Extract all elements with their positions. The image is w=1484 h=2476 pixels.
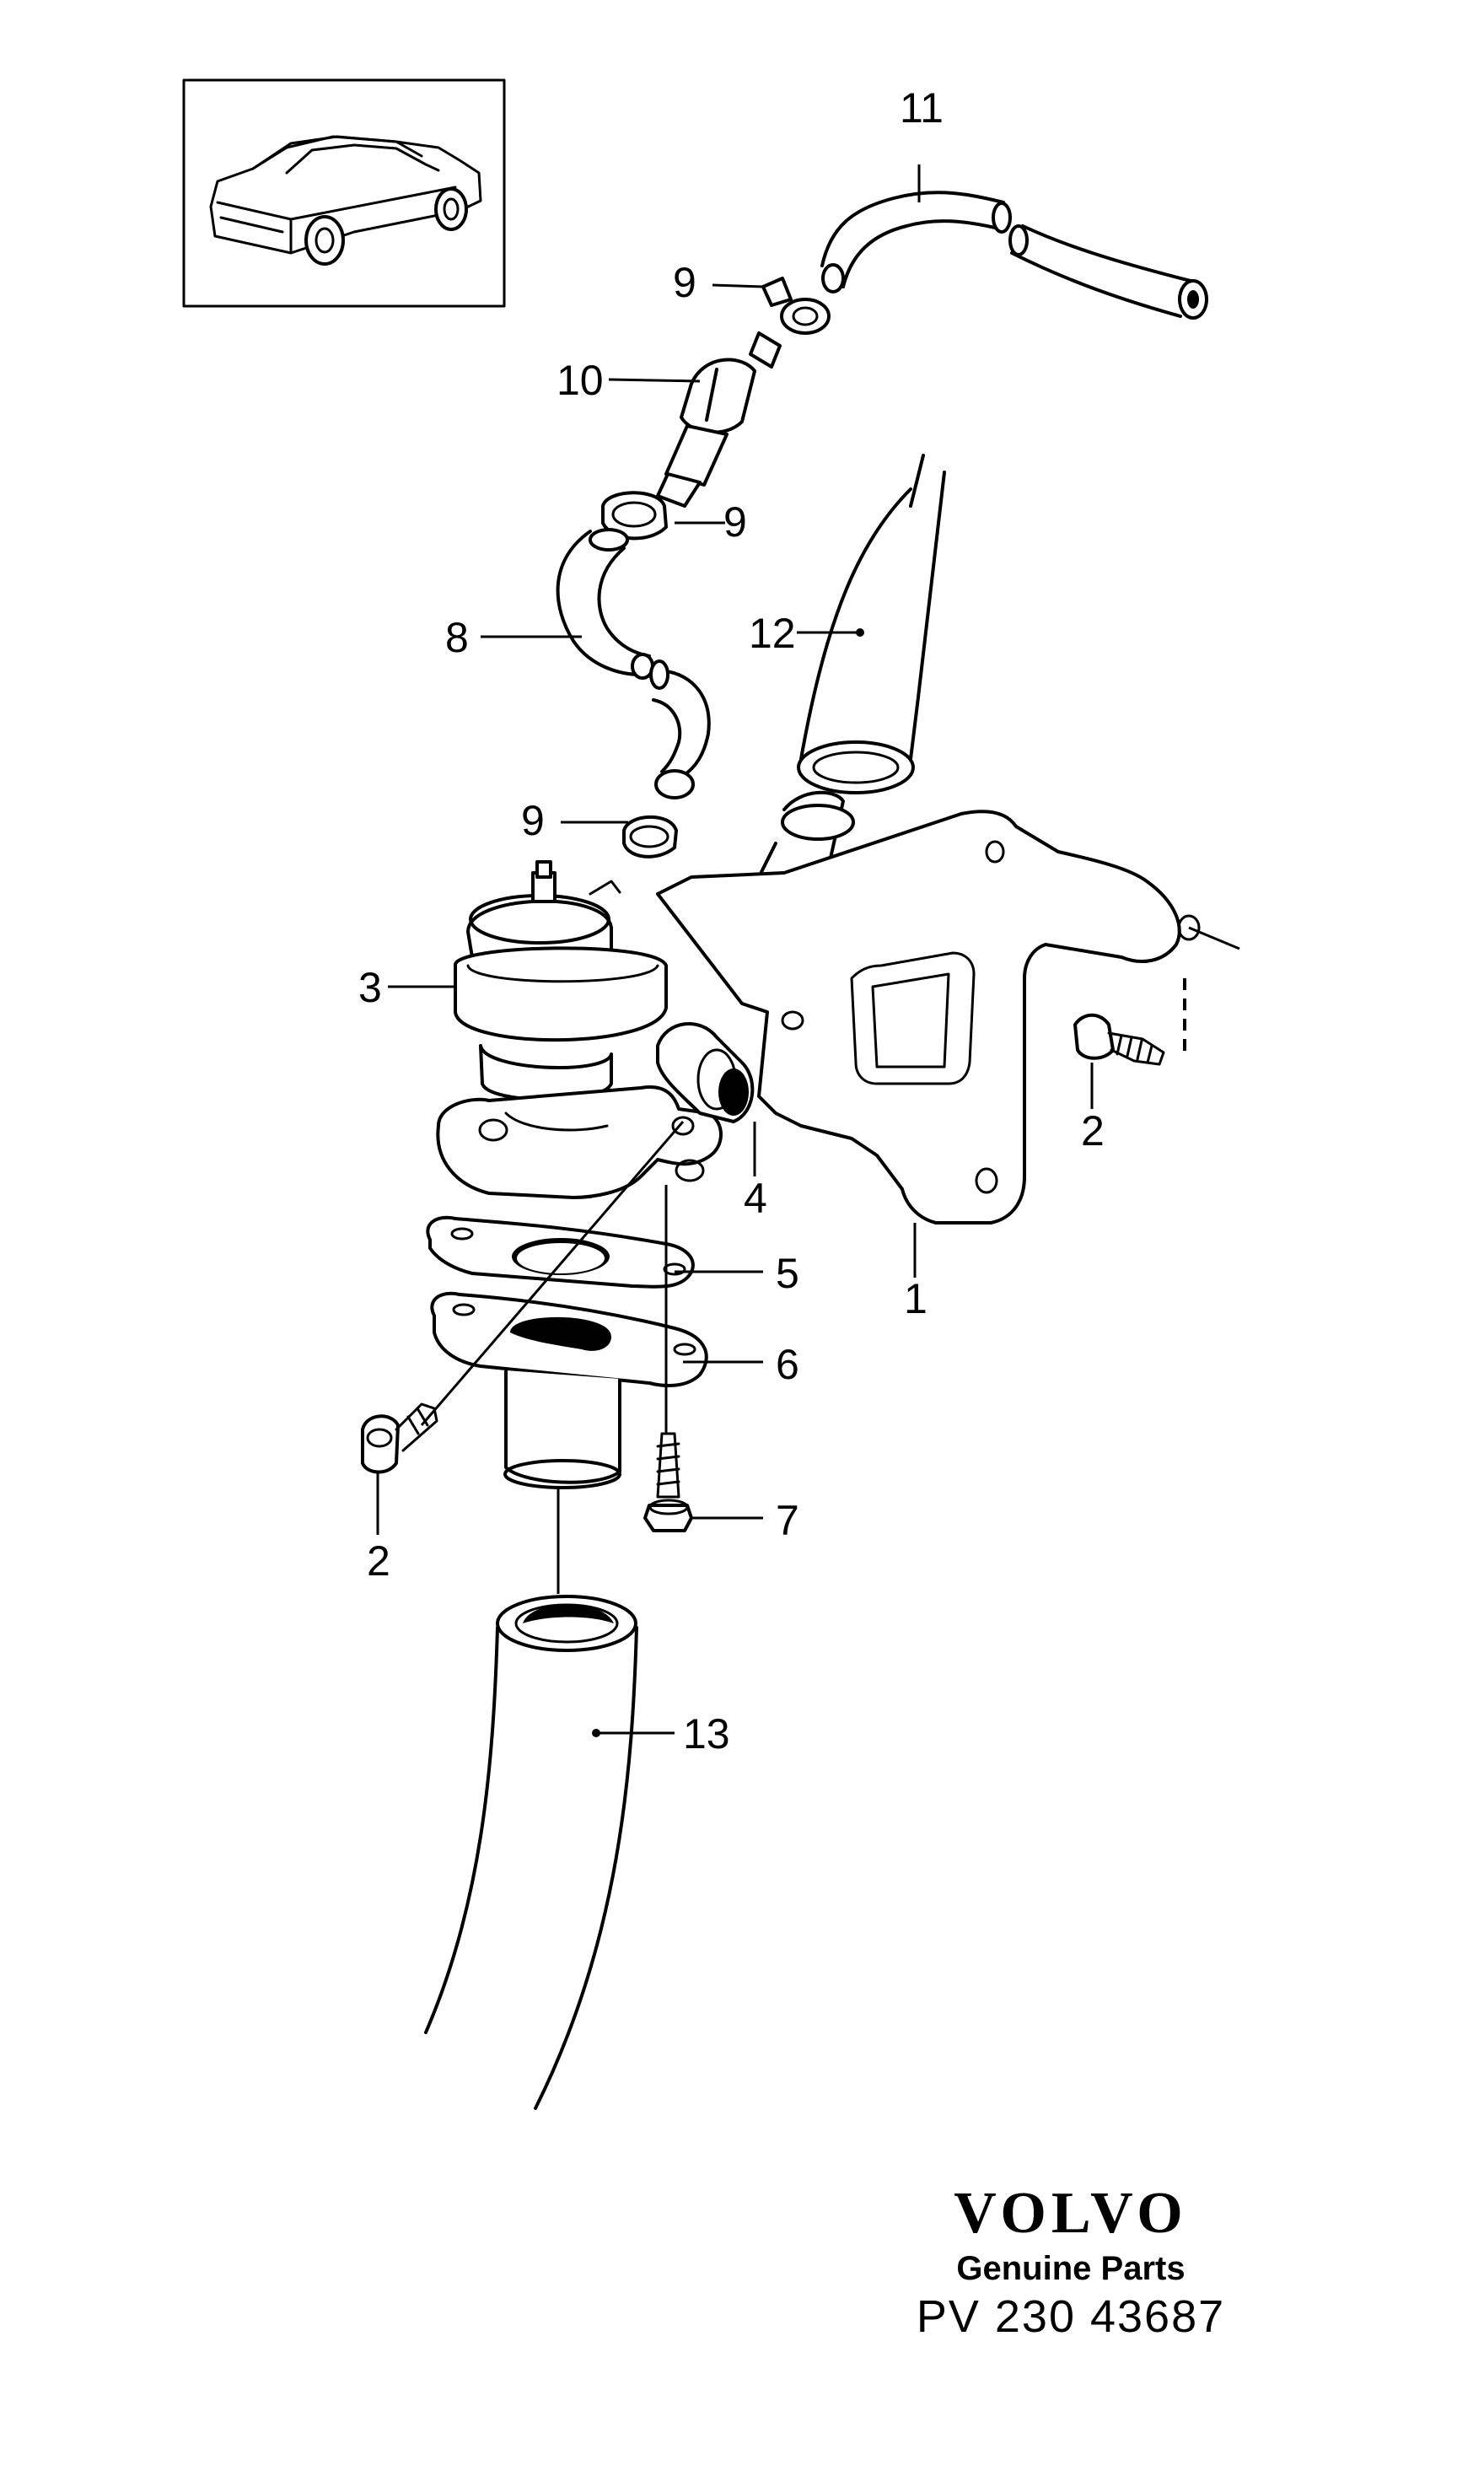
callout-9-lower: 9 [521,797,545,844]
hose-13 [424,1595,638,2110]
brand-block: VOLVO Genuine Parts PV 230 43687 [894,2180,1248,2344]
callout-12: 12 [749,610,796,657]
part-diagram-code: PV 230 43687 [916,2291,1226,2342]
callout-9-upper: 9 [673,259,696,306]
valve-3 [454,860,668,1101]
bolt-7 [643,1432,693,1532]
gasket-5 [426,1215,695,1289]
bolt-2-lower [361,1402,438,1474]
leader-lines [376,164,1094,1737]
callout-1: 1 [904,1275,928,1322]
callout-6: 6 [776,1341,799,1388]
hose-11 [820,191,1208,320]
flange-6 [430,1291,708,1489]
vehicle-thumbnail [182,78,506,308]
callout-2-bracket: 2 [1081,1107,1105,1155]
callout-3: 3 [358,964,382,1011]
callout-11: 11 [900,84,944,132]
flange-housing [436,1010,804,1199]
callout-8: 8 [445,614,469,661]
bracket-1 [656,810,1201,1225]
hose-clamp-upper [761,277,831,335]
pipe-12 [757,454,946,879]
volvo-logo: VOLVO [954,2181,1188,2246]
valve-10 [656,331,782,508]
callout-labels: 11 9 10 9 8 12 9 3 4 5 1 2 6 7 2 13 [358,84,1105,1757]
brand-subtitle: Genuine Parts [956,2250,1186,2287]
hose-8 [556,528,711,799]
callout-9-middle: 9 [723,498,747,546]
callout-4: 4 [744,1175,767,1222]
callout-10: 10 [556,357,604,404]
callout-5: 5 [776,1250,799,1297]
callout-7: 7 [776,1497,799,1544]
hose-clamp-lower [622,815,678,859]
callout-13: 13 [683,1710,730,1757]
bolt-2-bracket [1073,926,1240,1066]
callout-2-lower: 2 [367,1537,390,1585]
